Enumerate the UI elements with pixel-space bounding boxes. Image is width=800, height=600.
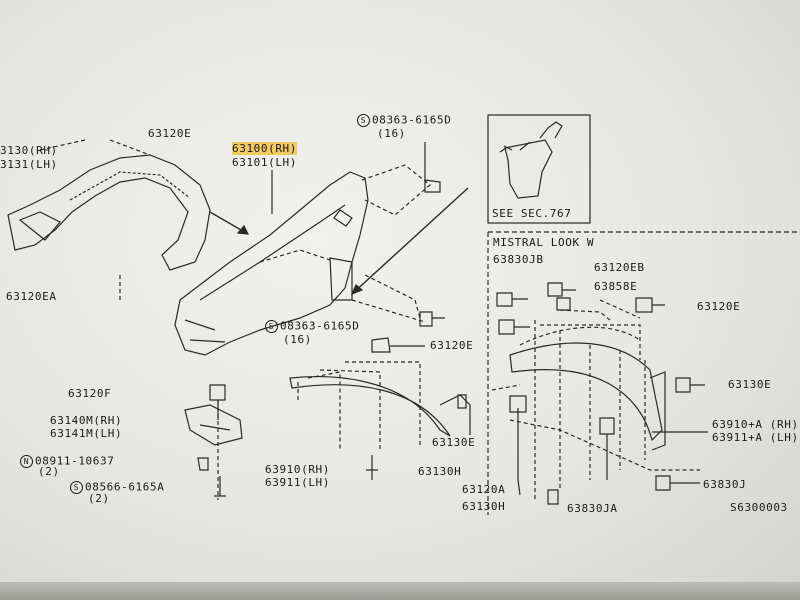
callout-63100-rh: 63100(RH) [232, 142, 298, 155]
callout-63101-lh: 63101(LH) [232, 156, 298, 169]
callout-63830j: 63830J [703, 478, 747, 491]
callout-63130e-mistral: 63130E [728, 378, 772, 391]
callout-63910a: 63910+A (RH) [712, 418, 799, 431]
callout-63130-rh: 3130(RH) [0, 144, 58, 157]
callout-63131-lh: 3131(LH) [0, 158, 58, 171]
callout-63141m: 63141M(LH) [50, 427, 123, 440]
callout-63830jb: 63830JB [493, 253, 544, 266]
callout-63910-rh: 63910(RH) [265, 463, 331, 476]
callout-63130h-mid: 63130H [418, 465, 462, 478]
callout-63120ea: 63120EA [6, 290, 57, 303]
fender-liner-drawing [7, 154, 211, 271]
s-circle-icon: S [70, 481, 83, 494]
n-circle-icon: N [20, 455, 33, 468]
callout-bolt-mid-qty: (16) [283, 333, 312, 346]
callout-63120e-mistral: 63120E [697, 300, 741, 313]
fender-flare-drawing [509, 342, 663, 442]
callout-bolt-top-qty: (16) [377, 127, 406, 140]
callout-63120e-top: 63120E [148, 127, 192, 140]
callout-63120a: 63120A [462, 483, 506, 496]
callout-screw-qty: (2) [88, 492, 110, 505]
s-circle-icon: S [357, 114, 370, 127]
callout-63858e: 63858E [594, 280, 638, 293]
callout-63130e-mid: 63130E [432, 436, 476, 449]
arch-moulding-drawing [289, 376, 451, 437]
callout-63120eb: 63120EB [594, 261, 645, 274]
callout-63130h-mistral: 63130H [462, 500, 506, 513]
callout-63911-lh: 63911(LH) [265, 476, 331, 489]
mudflap-drawing [504, 139, 553, 199]
callout-63120e-mid: 63120E [430, 339, 474, 352]
mistral-fasteners [496, 282, 705, 505]
callout-63911a: 63911+A (LH) [712, 431, 799, 444]
callout-63120f: 63120F [68, 387, 112, 400]
callout-63140m: 63140M(RH) [50, 414, 123, 427]
highlighted-part-number: 63100(RH) [232, 142, 298, 155]
callout-nut-qty: (2) [38, 465, 60, 478]
mistral-section-header: MISTRAL LOOK W [493, 236, 595, 249]
monitor-bezel [0, 582, 800, 600]
figure-code: S6300003 [730, 501, 788, 514]
callout-63830ja: 63830JA [567, 502, 618, 515]
see-section-reference: SEE SEC.767 [492, 207, 572, 220]
s-circle-icon: S [265, 320, 278, 333]
